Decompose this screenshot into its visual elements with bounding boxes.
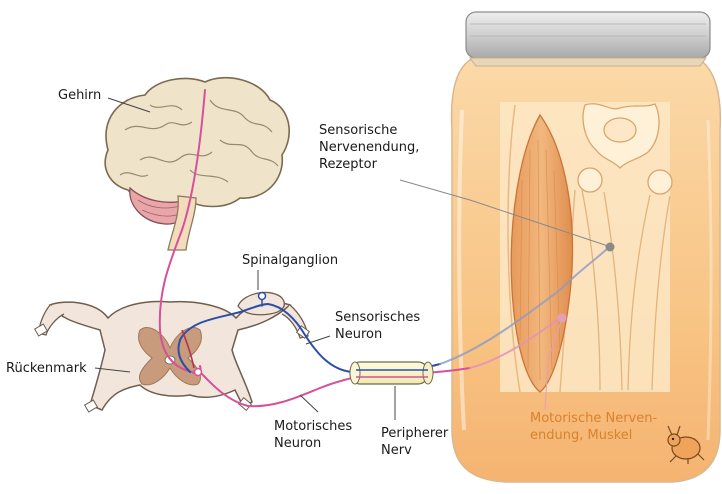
label-spinal-ganglion: Spinalganglion bbox=[242, 252, 338, 269]
label-peripheral-nerve: Peripherer Nerv bbox=[381, 425, 448, 459]
spinal-cord-section bbox=[35, 292, 310, 412]
peripheral-nerve-bundle bbox=[350, 362, 433, 384]
label-sensory-ending: Sensorische Nervenendung, Rezeptor bbox=[319, 122, 419, 173]
sensory-receptor-dot bbox=[606, 243, 615, 252]
label-sensory-neuron: Sensorisches Neuron bbox=[335, 309, 420, 343]
label-spinal-cord: Rückenmark bbox=[6, 360, 87, 377]
label-brain: Gehirn bbox=[58, 87, 101, 104]
label-motor-neuron: Motorisches Neuron bbox=[274, 418, 352, 452]
jar-lid bbox=[466, 12, 710, 66]
label-motor-ending: Motorische Nerven- endung, Muskel bbox=[530, 410, 657, 444]
